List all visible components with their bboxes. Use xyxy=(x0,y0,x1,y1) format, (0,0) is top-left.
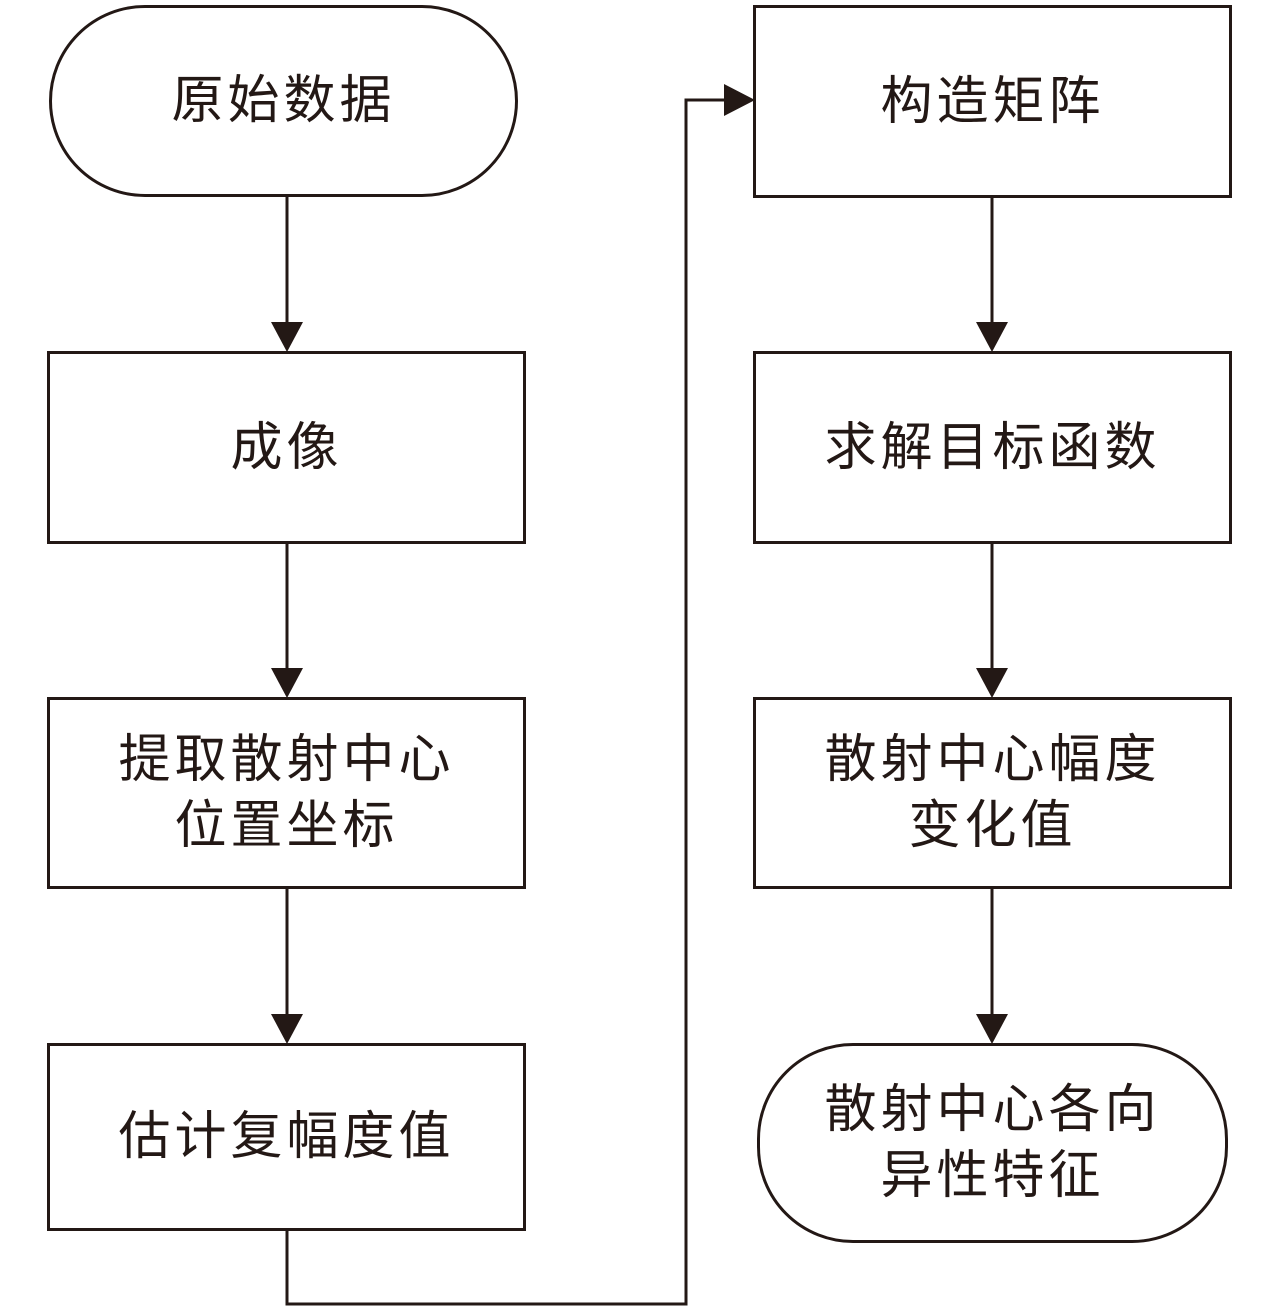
node-text: 散射中心幅度 xyxy=(824,730,1161,790)
node-text: 变化值 xyxy=(908,796,1077,856)
node-extract-scatter: 提取散射中心 位置坐标 xyxy=(47,697,526,889)
edge-estimate-to-matrix xyxy=(285,98,726,1306)
node-text: 成像 xyxy=(230,417,343,478)
node-text: 原始数据 xyxy=(171,71,396,131)
node-anisotropy: 散射中心各向 异性特征 xyxy=(757,1043,1228,1243)
node-text: 散射中心各向 xyxy=(824,1080,1161,1140)
node-text: 构造矩阵 xyxy=(880,71,1105,132)
arrowhead xyxy=(976,668,1008,698)
node-construct-matrix: 构造矩阵 xyxy=(753,5,1232,198)
node-solve-objective: 求解目标函数 xyxy=(753,351,1232,544)
node-text: 求解目标函数 xyxy=(824,417,1161,478)
node-text: 位置坐标 xyxy=(174,796,399,856)
arrowhead xyxy=(271,322,303,352)
arrowhead xyxy=(976,322,1008,352)
node-text: 异性特征 xyxy=(880,1146,1105,1206)
arrowhead xyxy=(271,1014,303,1044)
arrowhead xyxy=(271,668,303,698)
node-text: 估计复幅度值 xyxy=(118,1107,455,1167)
node-raw-data: 原始数据 xyxy=(49,5,518,197)
arrowhead xyxy=(976,1014,1008,1044)
node-text: 提取散射中心 xyxy=(118,730,455,790)
node-estimate-amplitude: 估计复幅度值 xyxy=(47,1043,526,1231)
arrowhead xyxy=(724,84,755,116)
node-amplitude-change: 散射中心幅度 变化值 xyxy=(753,697,1232,889)
node-imaging: 成像 xyxy=(47,351,526,544)
